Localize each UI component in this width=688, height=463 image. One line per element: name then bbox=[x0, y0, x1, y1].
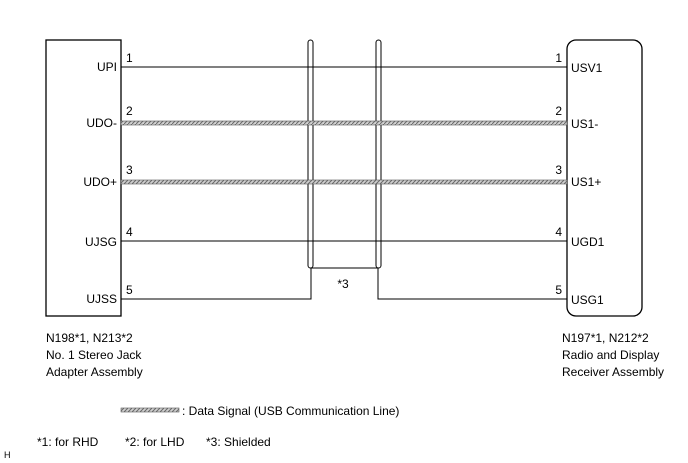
right-pin-name-1: USV1 bbox=[571, 61, 603, 75]
right-connector-code: N197*1, N212*2 bbox=[562, 331, 649, 345]
left-pin-name-1: UPI bbox=[97, 60, 117, 74]
right-pin-number-4: 4 bbox=[555, 225, 562, 239]
left-pin-name-5: UJSS bbox=[86, 292, 117, 306]
right-connector-body bbox=[566, 39, 643, 317]
shield-label: *3 bbox=[337, 277, 349, 291]
left-pin-number-4: 4 bbox=[126, 225, 133, 239]
shield bbox=[307, 39, 382, 269]
right-pin-name-4: UGD1 bbox=[571, 235, 605, 249]
left-pin-number-3: 3 bbox=[126, 163, 133, 177]
left-connector-name-line1: No. 1 Stereo Jack bbox=[46, 348, 142, 362]
right-pin-name-3: US1+ bbox=[571, 175, 601, 189]
right-pin-number-2: 2 bbox=[555, 104, 562, 118]
left-pin-name-2: UDO- bbox=[86, 116, 117, 130]
left-pin-name-4: UJSG bbox=[85, 235, 117, 249]
left-connector-code: N198*1, N213*2 bbox=[46, 331, 133, 345]
wire-5 bbox=[121, 268, 567, 300]
right-pin-number-5: 5 bbox=[555, 283, 562, 297]
right-pin-number-1: 1 bbox=[555, 51, 562, 65]
right-pin-number-3: 3 bbox=[555, 163, 562, 177]
legend-text: : Data Signal (USB Communication Line) bbox=[182, 404, 399, 418]
left-pin-number-5: 5 bbox=[126, 283, 133, 297]
note-lhd: *2: for LHD bbox=[125, 435, 185, 449]
right-pin-name-5: USG1 bbox=[571, 293, 604, 307]
note-rhd: *1: for RHD bbox=[37, 435, 99, 449]
wire-3 bbox=[120, 179, 568, 185]
wires bbox=[120, 66, 568, 300]
left-connector-name-line2: Adapter Assembly bbox=[46, 365, 143, 379]
legend-swatch-data-signal bbox=[120, 407, 180, 413]
right-connector-name-line2: Receiver Assembly bbox=[562, 365, 664, 379]
right-connector-name-line1: Radio and Display bbox=[562, 348, 659, 362]
wire-2 bbox=[120, 120, 568, 126]
note-shielded: *3: Shielded bbox=[206, 435, 271, 449]
right-pin-name-2: US1- bbox=[571, 117, 598, 131]
corner-mark: H bbox=[4, 450, 11, 460]
left-pin-name-3: UDO+ bbox=[83, 175, 117, 189]
left-pin-number-1: 1 bbox=[126, 51, 133, 65]
left-pin-number-2: 2 bbox=[126, 104, 133, 118]
left-connector-body bbox=[45, 39, 122, 317]
